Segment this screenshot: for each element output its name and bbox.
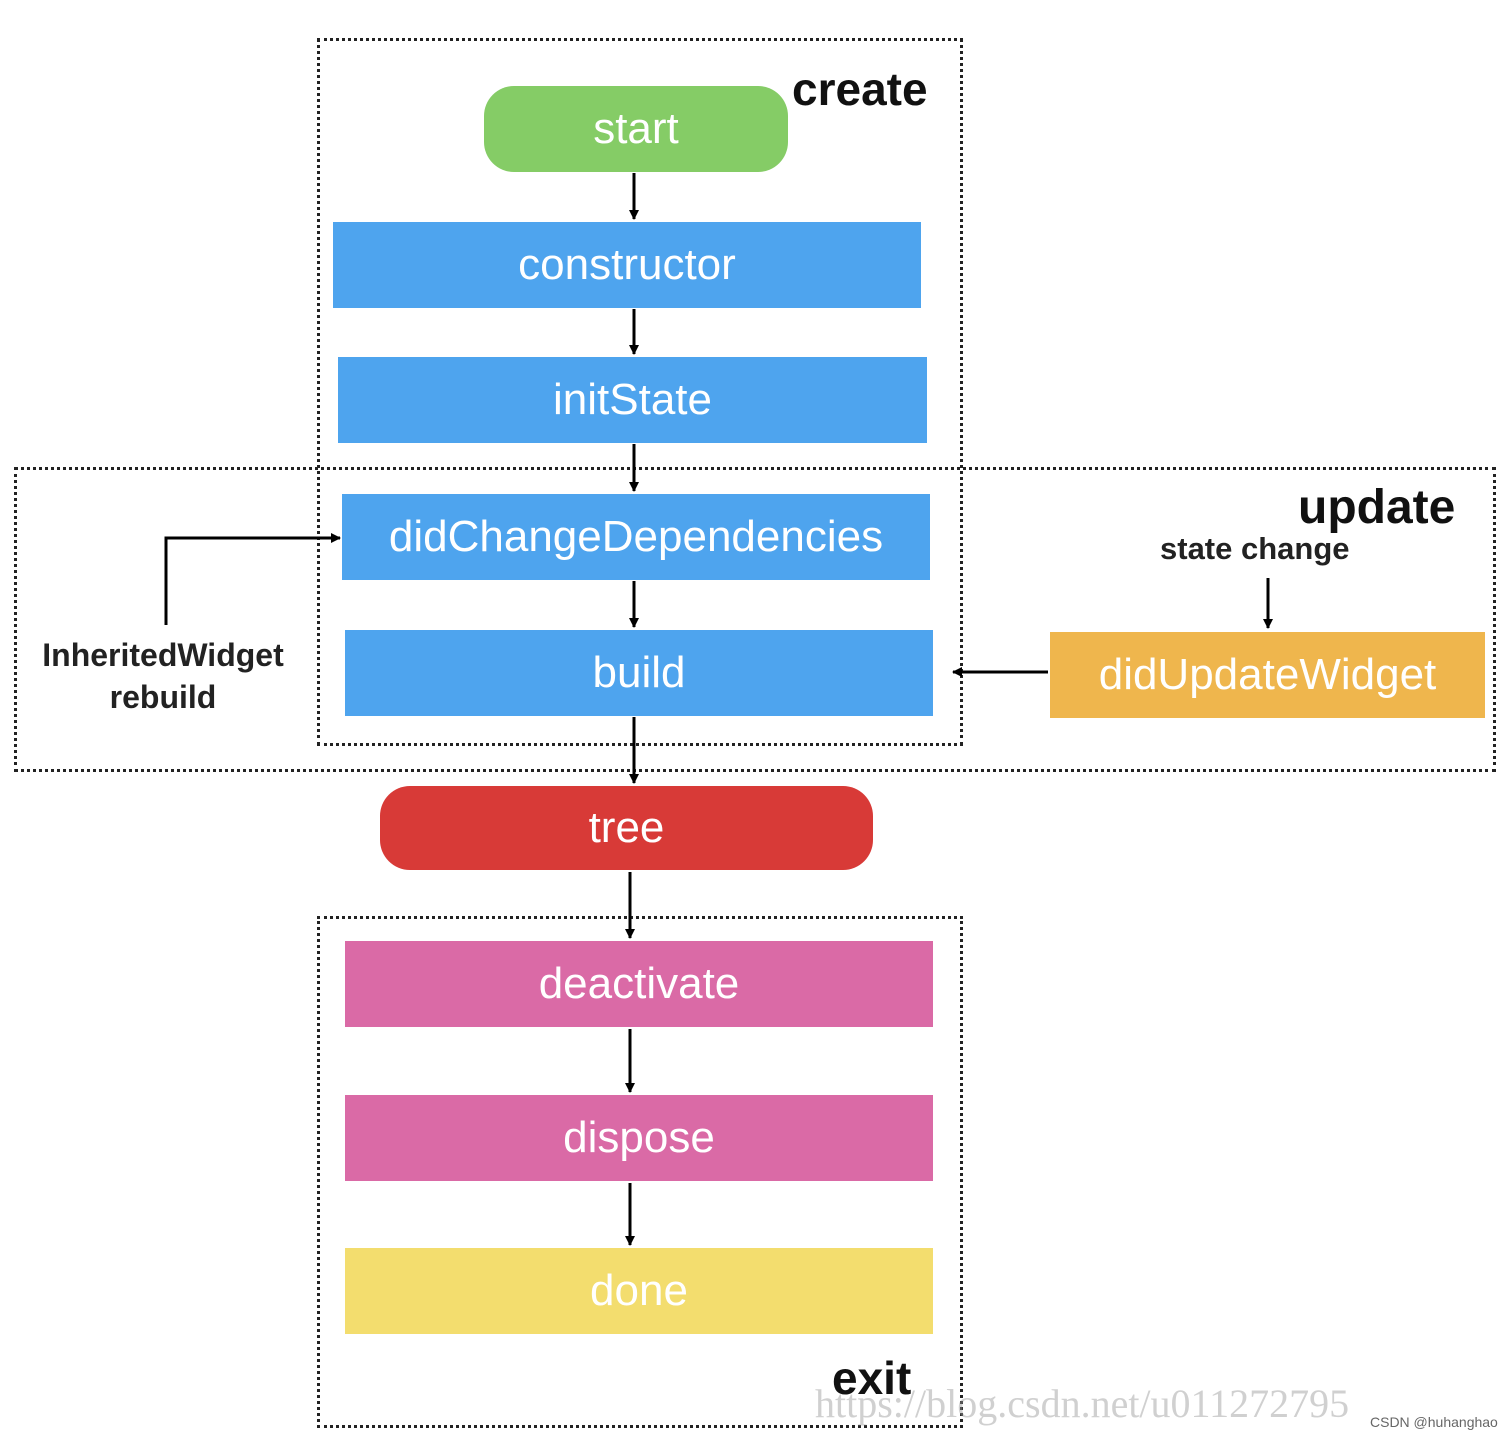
watermark-url: https://blog.csdn.net/u011272795 <box>815 1381 1350 1426</box>
start-node: start <box>484 86 788 172</box>
update-label: update <box>1298 481 1456 534</box>
dispose-node: dispose <box>345 1095 933 1181</box>
create-label: create <box>792 63 928 115</box>
inherited-widget-label: InheritedWidget rebuild <box>24 634 302 718</box>
constructor-node: constructor <box>333 222 921 308</box>
did-update-widget-node: didUpdateWidget <box>1050 632 1485 718</box>
init-state-node: initState <box>338 357 927 443</box>
update-region <box>14 467 1496 772</box>
did-change-dependencies-node: didChangeDependencies <box>342 494 930 580</box>
create-region <box>317 38 963 746</box>
done-node: done <box>345 1248 933 1334</box>
csdn-credit: CSDN @huhanghao <box>1370 1414 1498 1430</box>
inherited-widget-line1: InheritedWidget <box>42 637 284 673</box>
tree-node: tree <box>380 786 873 870</box>
build-node: build <box>345 630 933 716</box>
exit-region <box>317 916 963 1428</box>
exit-label: exit <box>832 1352 912 1404</box>
inherited-widget-line2: rebuild <box>109 679 217 715</box>
deactivate-node: deactivate <box>345 941 933 1027</box>
state-change-label: state change <box>1160 531 1350 566</box>
